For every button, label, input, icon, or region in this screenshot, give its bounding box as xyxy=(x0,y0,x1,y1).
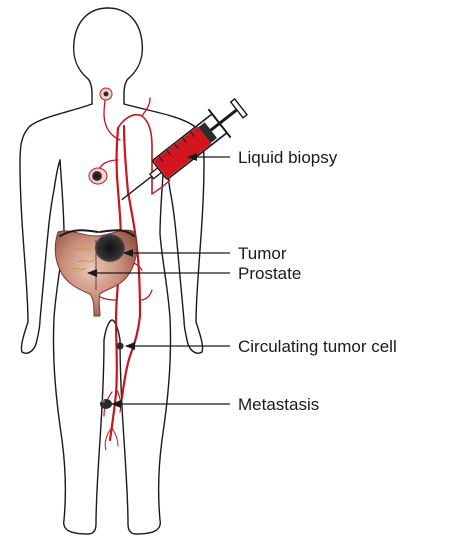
lymph-node-upper xyxy=(100,88,112,100)
tumor-label: Tumor xyxy=(238,244,287,263)
lymph-node-mid xyxy=(89,168,107,184)
liquid-biopsy-label: Liquid biopsy xyxy=(238,148,338,167)
knee-metastasis xyxy=(100,399,112,409)
tumor-mass xyxy=(95,234,125,262)
prostate-label: Prostate xyxy=(238,264,301,283)
metastasis-label: Metastasis xyxy=(238,395,319,414)
syringe-icon xyxy=(111,93,252,214)
circulating-tumor-cell xyxy=(116,342,123,349)
circulating-tumor-cell-label: Circulating tumor cell xyxy=(238,337,397,356)
